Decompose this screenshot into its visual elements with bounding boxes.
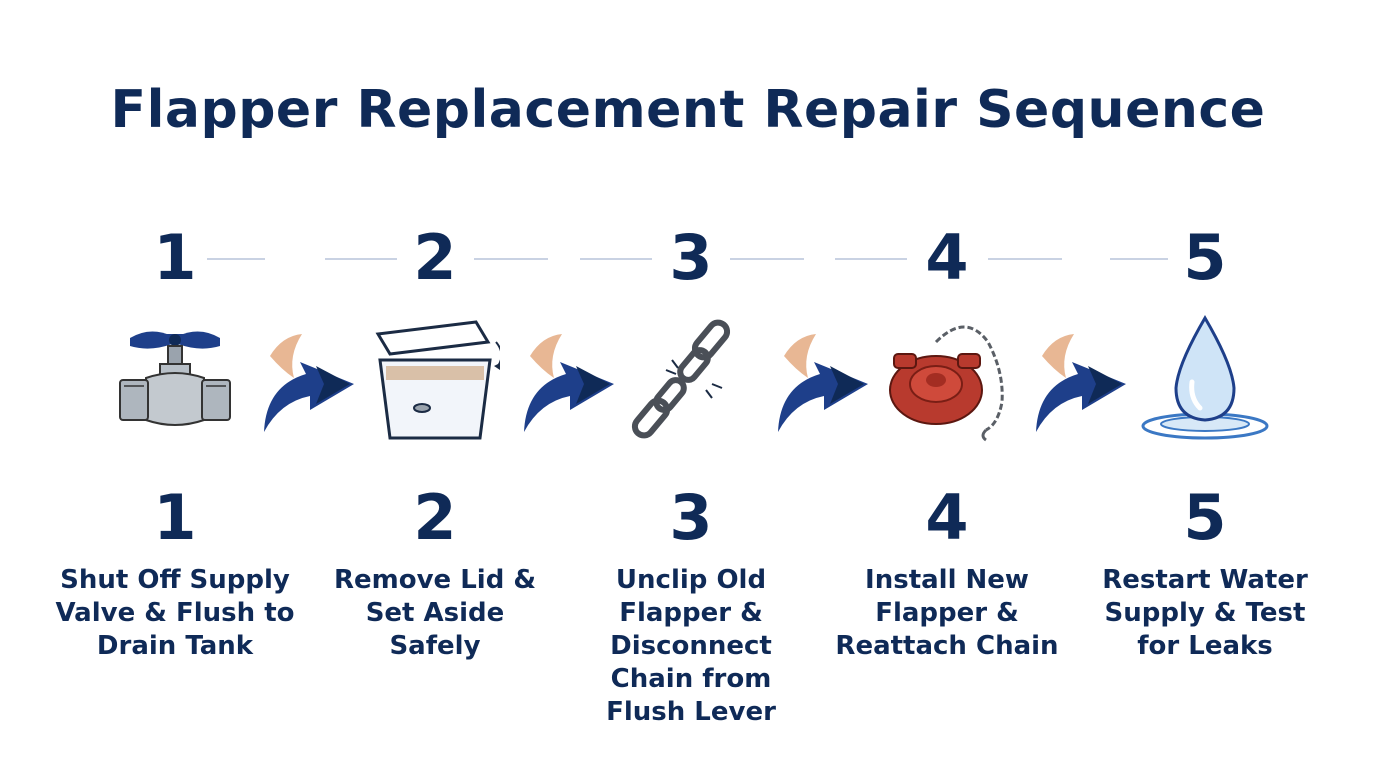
step-5-label: Restart Water Supply & Test for Leaks bbox=[1102, 565, 1308, 661]
connector-dash bbox=[474, 258, 548, 260]
step-3-number: 3 bbox=[669, 221, 713, 294]
step-1-label: Shut Off Supply Valve & Flush to Drain T… bbox=[55, 565, 295, 661]
step-4-label: Install New Flapper & Reattach Chain bbox=[835, 565, 1059, 661]
connector-dash bbox=[325, 258, 397, 260]
step-3-label: Unclip Old Flapper & Disconnect Chain fr… bbox=[606, 565, 776, 727]
step-arrow-icon bbox=[264, 334, 354, 432]
toilet-tank-icon bbox=[375, 320, 500, 440]
connector-dash bbox=[1110, 258, 1168, 260]
step-1-number: 1 bbox=[153, 221, 197, 294]
broken-chain-icon bbox=[631, 319, 731, 439]
step-4-number: 4 bbox=[925, 481, 969, 554]
flapper-icon bbox=[889, 325, 1004, 442]
step-arrow-icon bbox=[524, 334, 614, 432]
page-title: Flapper Replacement Repair Sequence bbox=[110, 80, 1266, 140]
step-2-number: 2 bbox=[413, 221, 457, 294]
step-number-row: 1 2 3 4 5 bbox=[0, 218, 1376, 298]
step-1-number: 1 bbox=[153, 481, 197, 554]
step-5-number: 5 bbox=[1183, 221, 1227, 294]
step-3-number: 3 bbox=[669, 481, 713, 554]
step-arrow-icon bbox=[778, 334, 868, 432]
water-drop-icon bbox=[1141, 315, 1269, 440]
step-5-number: 5 bbox=[1183, 481, 1227, 554]
connector-dash bbox=[207, 258, 265, 260]
connector-dash bbox=[835, 258, 907, 260]
step-2-label: Remove Lid & Set Aside Safely bbox=[333, 565, 537, 661]
shutoff-valve-icon bbox=[119, 331, 231, 426]
connector-dash bbox=[730, 258, 804, 260]
step-2-number: 2 bbox=[413, 481, 457, 554]
connector-dash bbox=[988, 258, 1062, 260]
step-arrow-icon bbox=[1036, 334, 1126, 432]
connector-dash bbox=[580, 258, 652, 260]
step-4-number: 4 bbox=[925, 221, 969, 294]
